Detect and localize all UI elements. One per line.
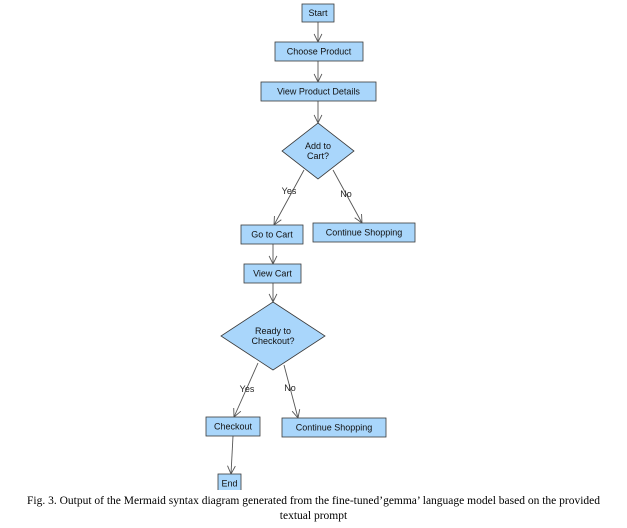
edge-label: Yes bbox=[240, 384, 255, 394]
edge-ready-to-cont2: No bbox=[283, 364, 301, 420]
node-cont1-box bbox=[312, 222, 416, 243]
node-cart-box bbox=[240, 224, 304, 245]
node-checkout-box bbox=[205, 416, 261, 437]
node-add-label: Add to bbox=[305, 141, 331, 151]
node-end-box bbox=[217, 473, 242, 490]
node-cart-label: Go to Cart bbox=[251, 230, 293, 240]
edge-label: Yes bbox=[282, 186, 297, 196]
node-choose-label: Choose Product bbox=[287, 47, 352, 57]
node-start-label: Start bbox=[308, 8, 328, 18]
edge-checkout-to-end bbox=[227, 435, 236, 476]
node-checkout: Checkout bbox=[205, 416, 261, 437]
node-details: View Product Details bbox=[260, 81, 377, 102]
node-details-label: View Product Details bbox=[277, 87, 360, 97]
node-add-diamond bbox=[281, 122, 355, 180]
node-end: End bbox=[217, 473, 242, 490]
edge-line bbox=[233, 362, 259, 418]
edge-start-to-choose bbox=[313, 22, 323, 44]
node-checkout-label: Checkout bbox=[214, 422, 253, 432]
edge-choose-to-details bbox=[313, 61, 323, 84]
node-choose: Choose Product bbox=[274, 41, 364, 62]
edge-add-to-cont1: No bbox=[332, 169, 363, 224]
edge-line bbox=[332, 169, 363, 224]
edge-label: No bbox=[284, 383, 296, 393]
node-choose-box bbox=[274, 41, 364, 62]
node-ready-diamond bbox=[220, 301, 326, 371]
node-start-box bbox=[301, 3, 335, 23]
edge-line bbox=[273, 169, 305, 226]
node-ready-label: Ready to bbox=[255, 326, 291, 336]
node-view-label: View Cart bbox=[253, 269, 292, 279]
figure-caption-line-2: textual prompt bbox=[279, 510, 348, 522]
edge-line bbox=[283, 364, 299, 419]
node-cont2: Continue Shopping bbox=[281, 417, 387, 438]
node-cont2-box bbox=[281, 417, 387, 438]
node-add-label: Cart? bbox=[307, 151, 329, 161]
edge-add-to-cart: Yes bbox=[273, 169, 305, 226]
edge-label: No bbox=[340, 189, 352, 199]
edge-cart-to-view bbox=[268, 244, 278, 266]
node-cart: Go to Cart bbox=[240, 224, 304, 245]
edge-details-to-add bbox=[313, 101, 323, 125]
node-cont2-label: Continue Shopping bbox=[296, 423, 373, 433]
node-cont1: Continue Shopping bbox=[312, 222, 416, 243]
node-cont1-label: Continue Shopping bbox=[326, 228, 403, 238]
node-details-box bbox=[260, 81, 377, 102]
node-ready-label: Checkout? bbox=[251, 336, 294, 346]
figure-caption-line-1: Fig. 3. Output of the Mermaid syntax dia… bbox=[26, 495, 601, 507]
edge-ready-to-checkout: Yes bbox=[233, 362, 259, 418]
node-view-box bbox=[243, 263, 302, 284]
node-end-label: End bbox=[221, 479, 237, 489]
edge-view-to-ready bbox=[268, 283, 278, 304]
node-start: Start bbox=[301, 3, 335, 23]
edge-line bbox=[230, 435, 234, 475]
node-view: View Cart bbox=[243, 263, 302, 284]
